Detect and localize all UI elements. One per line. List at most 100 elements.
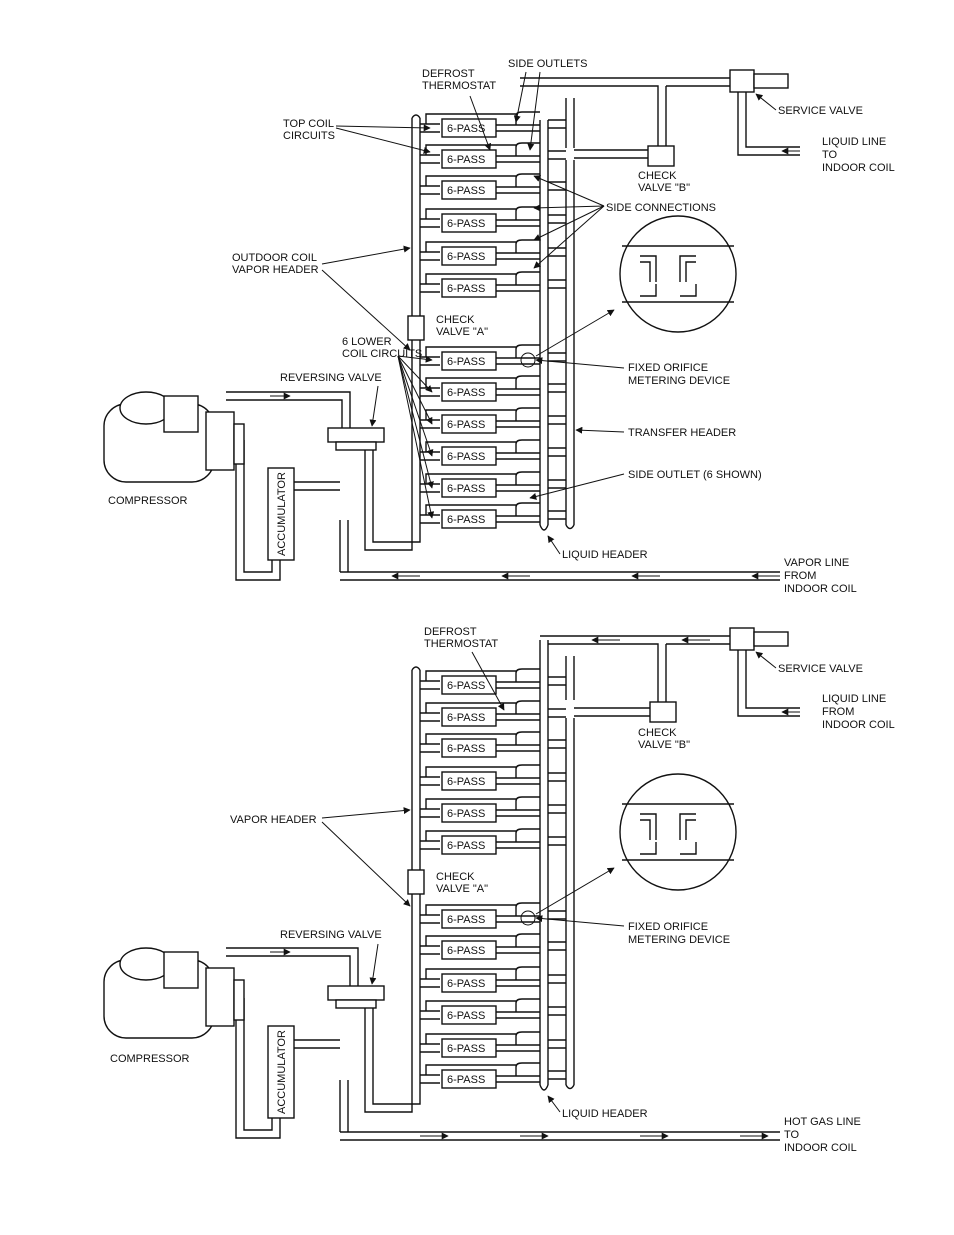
coil-circuit: 6-PASS [420, 173, 566, 200]
compressor-label: COMPRESSOR [108, 495, 188, 507]
reversing-valve [327, 427, 385, 443]
coil-circuit: 6-PASS [420, 375, 566, 402]
coil-circuit: 6-PASS [420, 764, 566, 791]
pass-label: 6-PASS [447, 387, 485, 399]
pass-label: 6-PASS [447, 1074, 485, 1086]
coil-circuit: 6-PASS [420, 998, 566, 1025]
pass-label: 6-PASS [447, 218, 485, 230]
accumulator [267, 1025, 295, 1119]
pass-label: 6-PASS [447, 1043, 485, 1055]
accumulator-label: ACCUMULATOR [276, 472, 288, 556]
coil-circuit: 6-PASS [420, 344, 566, 371]
reversing-valve [327, 985, 385, 1001]
coil-circuit: 6-PASS [420, 239, 566, 266]
pass-label: 6-PASS [447, 451, 485, 463]
compressor [103, 947, 245, 1039]
service-valve [729, 69, 800, 156]
vapor-header-label: VAPOR HEADER [230, 814, 317, 826]
fixed-orifice-detail [520, 215, 737, 368]
reversing-valve-label: REVERSING VALVE [280, 929, 382, 941]
liquid-header [539, 98, 575, 531]
vapor-header [407, 114, 425, 530]
side-outlets-label: SIDE OUTLETS [508, 58, 587, 70]
pass-label: 6-PASS [447, 154, 485, 166]
coil-circuit: 6-PASS [420, 796, 566, 823]
check-valve-b [649, 701, 677, 723]
pass-label: 6-PASS [447, 1010, 485, 1022]
hot-gas-line [340, 1131, 780, 1141]
service-valve-label: SERVICE VALVE [778, 663, 863, 675]
pass-label: 6-PASS [447, 743, 485, 755]
pass-label: 6-PASS [447, 680, 485, 692]
pass-label: 6-PASS [447, 185, 485, 197]
coil-circuit: 6-PASS [420, 966, 566, 993]
pass-label: 6-PASS [447, 356, 485, 368]
vapor-header [407, 666, 425, 1090]
coil-circuit: 6-PASS [420, 471, 566, 498]
reversing-valve-label: REVERSING VALVE [280, 372, 382, 384]
pass-label: 6-PASS [447, 419, 485, 431]
coil-circuit: 6-PASS [420, 142, 566, 169]
pass-label: 6-PASS [447, 808, 485, 820]
liquid-header [539, 640, 575, 1091]
transfer-header-label: TRANSFER HEADER [628, 427, 736, 439]
check-valve-a [407, 869, 425, 895]
pass-label: 6-PASS [447, 123, 485, 135]
pass-label: 6-PASS [447, 978, 485, 990]
service-valve-label: SERVICE VALVE [778, 105, 863, 117]
coil-circuit: 6-PASS [420, 407, 566, 434]
check-valve-a [407, 315, 425, 341]
accumulator-label: ACCUMULATOR [276, 1030, 288, 1114]
pass-label: 6-PASS [447, 945, 485, 957]
pass-label: 6-PASS [447, 251, 485, 263]
check-valve-b [647, 145, 675, 167]
pass-label: 6-PASS [447, 712, 485, 724]
coil-circuit: 6-PASS [420, 1031, 566, 1058]
coil-circuit: 6-PASS [420, 206, 566, 233]
side-outlet-6-label: SIDE OUTLET (6 SHOWN) [628, 469, 762, 481]
coil-circuit: 6-PASS [420, 700, 566, 727]
coil-circuit: 6-PASS [420, 502, 566, 529]
coil-circuit: 6-PASS [420, 731, 566, 758]
side-connections-label: SIDE CONNECTIONS [606, 202, 716, 214]
liquid-header-label: LIQUID HEADER [562, 1108, 648, 1120]
coil-circuit: 6-PASS [420, 902, 566, 929]
coil-circuit: 6-PASS [420, 933, 566, 960]
compressor [103, 391, 245, 483]
pass-label: 6-PASS [447, 514, 485, 526]
pass-label: 6-PASS [447, 776, 485, 788]
service-valve [729, 627, 800, 717]
pass-label: 6-PASS [447, 914, 485, 926]
accumulator [267, 467, 295, 561]
heating-cycle-diagram: 6-PASS 6-PASS 6-PASS 6-PASS 6-PASS 6-PASS 6-PA… [103, 626, 895, 1154]
pass-label: 6-PASS [447, 483, 485, 495]
coil-circuit: 6-PASS [420, 828, 566, 855]
bottom-coil-rows: 6-PASS 6-PASS 6-PASS 6-PASS 6-PASS 6-PASS 6-PA… [420, 668, 566, 1089]
pass-label: 6-PASS [447, 283, 485, 295]
coil-circuit: 6-PASS [420, 111, 566, 138]
coil-circuit: 6-PASS [420, 668, 566, 695]
coil-circuit: 6-PASS [420, 439, 566, 466]
compressor-label: COMPRESSOR [110, 1053, 190, 1065]
liquid-header-label: LIQUID HEADER [562, 549, 648, 561]
coil-circuit: 6-PASS [420, 271, 566, 298]
coil-circuit: 6-PASS [420, 1062, 566, 1089]
fixed-orifice-detail [520, 773, 737, 926]
cooling-cycle-diagram: 6-PASS 6-PASS 6-PASS 6-PASS 6-PASS 6-PASS 6-PA… [103, 58, 895, 595]
vapor-line [340, 571, 780, 581]
